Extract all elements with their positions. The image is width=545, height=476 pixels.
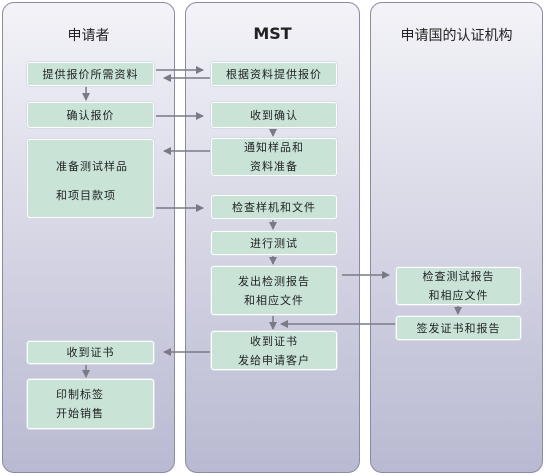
box-receive-confirm: 收到确认: [211, 102, 337, 128]
box-prepare-samples: 准备测试样品 和项目款项: [27, 139, 154, 218]
lane-authority-title: 申请国的认证机构: [400, 28, 513, 44]
lane-applicant-title: 申请者: [67, 28, 110, 44]
box-perform-test: 进行测试: [211, 231, 337, 255]
box-receive-cert-mst: 收到证书 发给申请客户: [211, 331, 337, 370]
box-confirm-quote: 确认报价: [27, 102, 154, 128]
lane-authority: 申请国的认证机构: [370, 2, 543, 473]
box-inspect-samples: 检查样机和文件: [211, 195, 337, 219]
box-issue-report: 发出检测报告 和相应文件: [211, 266, 337, 315]
box-quote-from-info: 根据资料提供报价: [211, 62, 337, 86]
box-notify-samples: 通知样品和 资料准备: [211, 138, 337, 176]
box-receive-cert-applicant: 收到证书: [27, 341, 154, 364]
lane-mst-title: MST: [253, 24, 292, 43]
box-print-label: 印制标签 开始销售: [27, 379, 154, 429]
box-provide-info: 提供报价所需资料: [27, 62, 154, 86]
box-issue-cert: 签发证书和报告: [396, 316, 521, 340]
box-check-report: 检查测试报告 和相应文件: [396, 267, 521, 305]
